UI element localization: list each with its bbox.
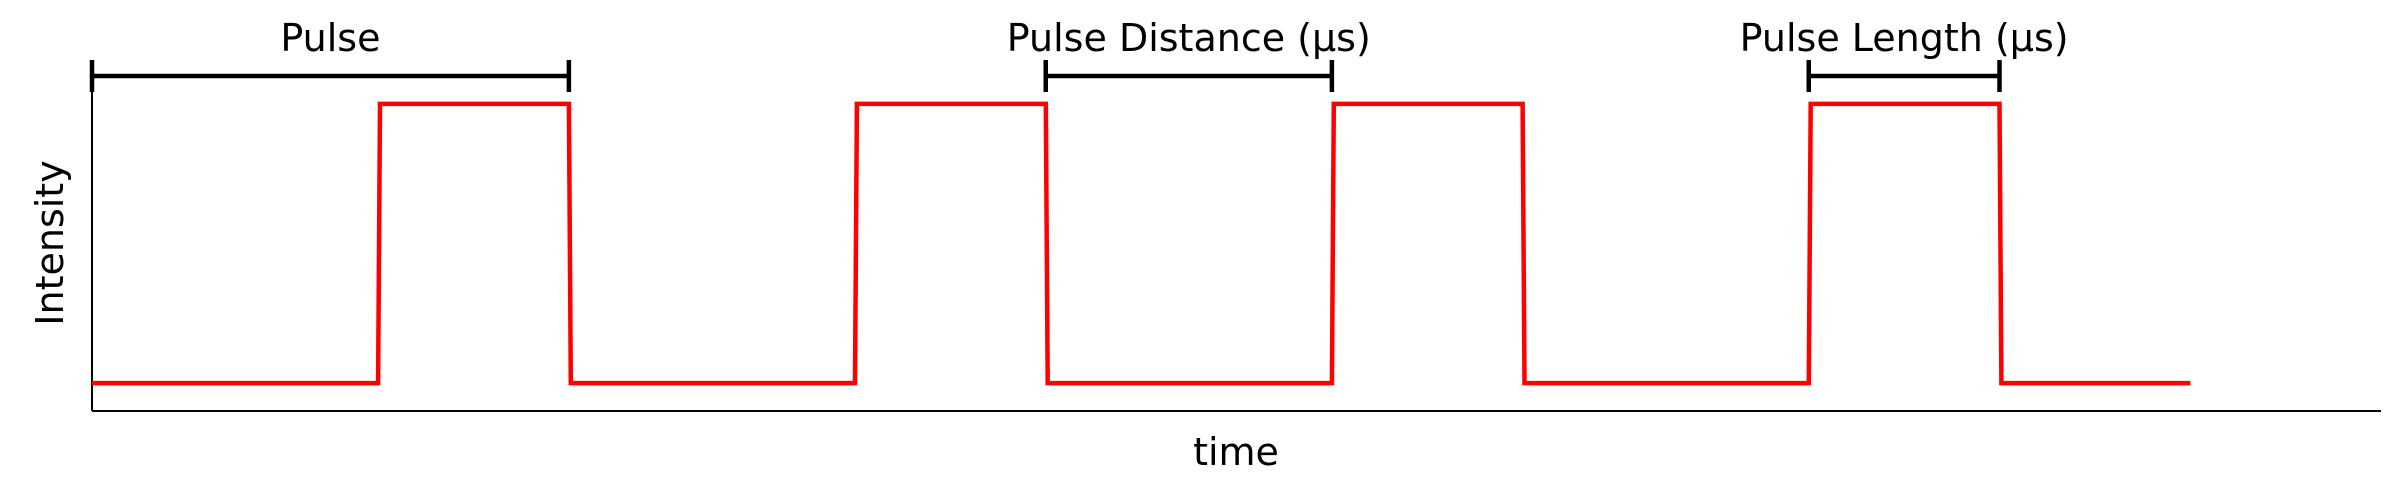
annotation-1: Pulse Distance (μs) [1007, 16, 1371, 92]
x-axis-label: time [1193, 430, 1279, 474]
axes-layer [91, 62, 2381, 412]
annotation-label: Pulse Length (μs) [1740, 16, 2069, 60]
annotation-label: Pulse [280, 16, 380, 60]
annotation-label: Pulse Distance (μs) [1007, 16, 1371, 60]
pulse-series-line-0 [92, 101, 2191, 386]
series-layer [92, 101, 2191, 386]
annotation-2: Pulse Length (μs) [1740, 16, 2069, 92]
annotation-0: Pulse [89, 16, 572, 92]
y-axis-label: Intensity [28, 160, 72, 325]
annotation-layer: Pulse Pulse Distance (μs) Pulse Length (μs… [89, 16, 2069, 92]
